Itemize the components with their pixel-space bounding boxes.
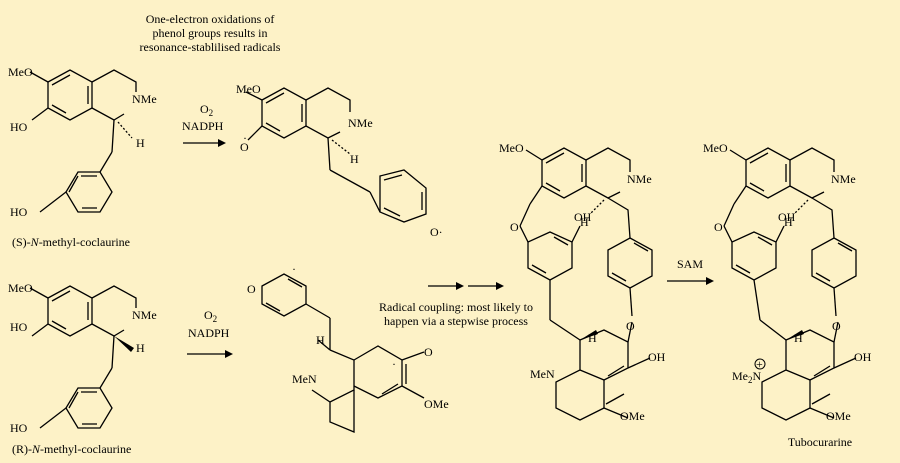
s-h-label: H [136,136,145,150]
m-o-label-1: O [510,220,519,234]
tc-h-label-bottom: H [794,331,803,345]
m-o-label-2: O [626,319,635,333]
m-h-label-bottom: H [588,331,597,345]
coupling-line-1: Radical coupling: most likely to [379,300,533,314]
t-o-radical-2: O· [430,225,443,239]
b-radical-dot: · [292,262,296,276]
s-compound-name: (S)-N-methyl-coclaurine [12,235,130,249]
t-o-radical: O [240,140,249,154]
r-compound-name: (R)-N-methyl-coclaurine [12,442,131,456]
tc-plus-label: + [756,357,763,371]
b-radical-dot-2: · [392,357,396,371]
tc-ome-label: OMe [826,409,851,423]
b-men-label: MeN [292,372,317,386]
s-meo-label: MeO [8,65,33,79]
o2-label-top: O2 [200,102,213,118]
tc-h-label-top: H [784,215,793,229]
sam-label: SAM [677,257,703,271]
tc-nme-label: NMe [831,172,856,186]
r-meo-label: MeO [8,281,33,295]
s-ho-label: HO [10,120,28,134]
r-nme-label: NMe [132,308,157,322]
radical-intermediate-top [245,87,427,223]
r-h-label: H [136,341,145,355]
note-line-2: phenol groups results in [153,26,268,40]
coupling-line-2: happen via a stepwise process [384,314,528,328]
m-nme-label: NMe [627,172,652,186]
m-meo-label: MeO [499,141,524,155]
coupled-product-structure [519,147,653,421]
r-ho-label: HO [10,320,28,334]
b-h-label: H [316,333,325,347]
m-ome-label: OMe [620,409,645,423]
nadph-label-bottom: NADPH [188,326,230,340]
b-ome-label: OMe [424,397,449,411]
m-oh-label-1: OH [574,210,592,224]
b-o-label-2: O [424,345,433,359]
t-radical-dot: · [243,131,247,145]
note-line-1: One-electron oxidations of [146,12,275,26]
radical-intermediate-bottom [261,273,425,433]
s-ho2-label: HO [10,205,28,219]
t-nme-label: NMe [348,116,373,130]
tc-me2n-label: Me2N [732,369,762,385]
b-o-label: O [247,282,256,296]
r-methyl-coclaurine-structure [29,285,137,429]
nadph-label-top: NADPH [182,119,224,133]
tc-o-label-2: O [832,319,841,333]
s-methyl-coclaurine-structure [29,69,137,213]
tc-oh-label-1: OH [778,210,796,224]
t-h-label: H [350,152,359,166]
tubocurarine-name: Tubocurarine [788,435,852,449]
s-nme-label: NMe [132,92,157,106]
m-h-label-top: H [580,215,589,229]
m-oh-label-2: OH [648,350,666,364]
tc-positive-charge-ring [754,358,766,370]
tubocurarine-structure [723,147,857,421]
tc-o-label-1: O [714,220,723,234]
o2-label-bottom: O2 [204,308,217,324]
note-line-3: resonance-stablilised radicals [140,40,281,54]
t-meo-label: MeO [236,82,261,96]
tc-meo-label: MeO [703,141,728,155]
tc-oh-label-2: OH [854,350,872,364]
r-ho2-label: HO [10,421,28,435]
m-men-label: MeN [530,367,555,381]
